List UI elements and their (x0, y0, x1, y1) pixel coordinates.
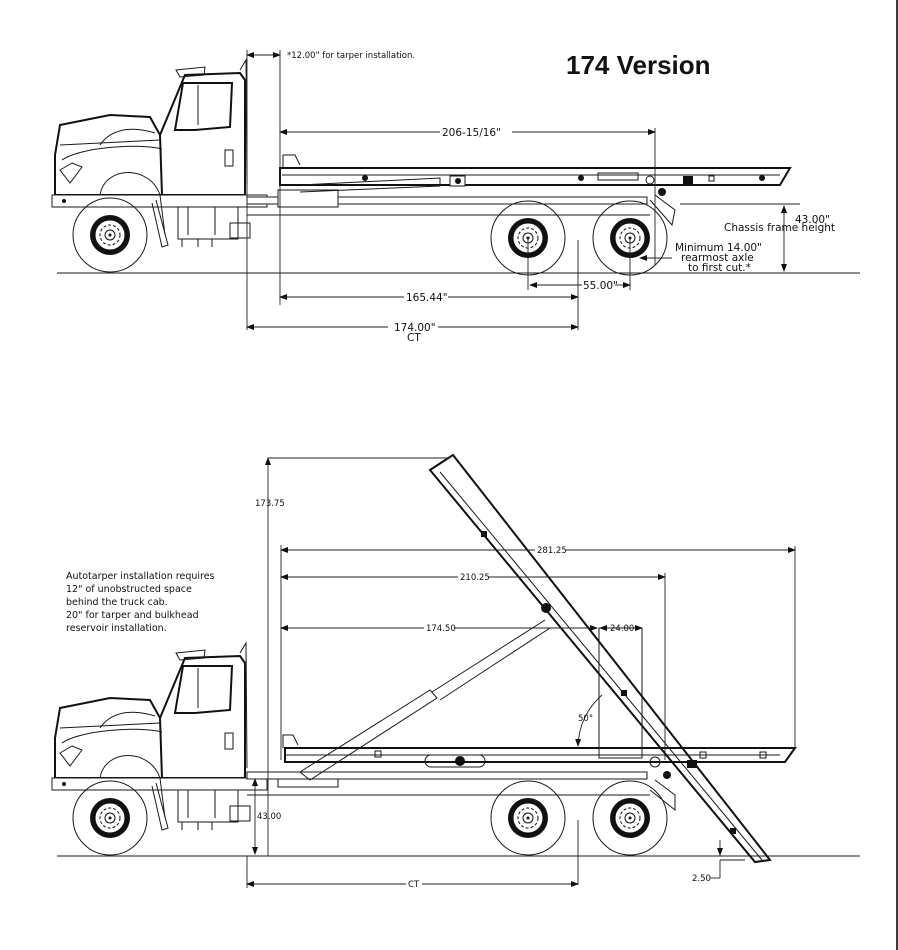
dim-overall-length: 206-15/16" (442, 127, 501, 139)
dim-dump-height: 173.75 (255, 499, 285, 509)
dim-axle-spacing: 55.00" (583, 280, 618, 292)
front-wheel (72, 197, 148, 273)
min-cut-line3: to first cut.* (688, 262, 751, 274)
min-cut-line2: rearmost axle (681, 252, 754, 264)
truck-cab-2 (51, 642, 268, 831)
dim-ct-value: 174.00" (394, 322, 436, 334)
bottom-view: 173.75 281.25 210.25 174.50 24.00 50° 43… (51, 453, 860, 890)
truck-cab (51, 59, 268, 248)
dim-clearance: 2.50 (692, 874, 711, 884)
dim-210: 210.25 (460, 573, 490, 583)
dim-cab-to-axle: 165.44" (406, 292, 448, 304)
chassis-height-label: Chassis frame height (724, 222, 835, 234)
page-right-border (896, 0, 898, 950)
tarper-note: *12.00" for tarper installation. (287, 51, 415, 61)
dim-24: 24.00 (610, 624, 634, 634)
front-wheel-2 (72, 780, 148, 856)
min-cut-line1: Minimum 14.00" (675, 242, 762, 254)
dim-ct-2: CT (408, 880, 420, 890)
top-view: *12.00" for tarper installation. 206-15/… (51, 50, 860, 344)
tilted-container (428, 453, 772, 864)
drawing-title: 174 Version (566, 50, 711, 80)
dim-ct-label: CT (407, 332, 421, 344)
dim-281: 281.25 (537, 546, 567, 556)
dim-174: 174.50 (426, 624, 456, 634)
dim-angle: 50° (578, 714, 593, 724)
dim-chassis-height: 43.00" (795, 214, 830, 226)
dim-frame-height: 43.00 (257, 812, 281, 822)
rear-wheel-3 (490, 780, 566, 856)
rear-wheel-4 (592, 780, 668, 856)
autotarper-note: Autotarper installation requires 12" of … (66, 571, 218, 634)
